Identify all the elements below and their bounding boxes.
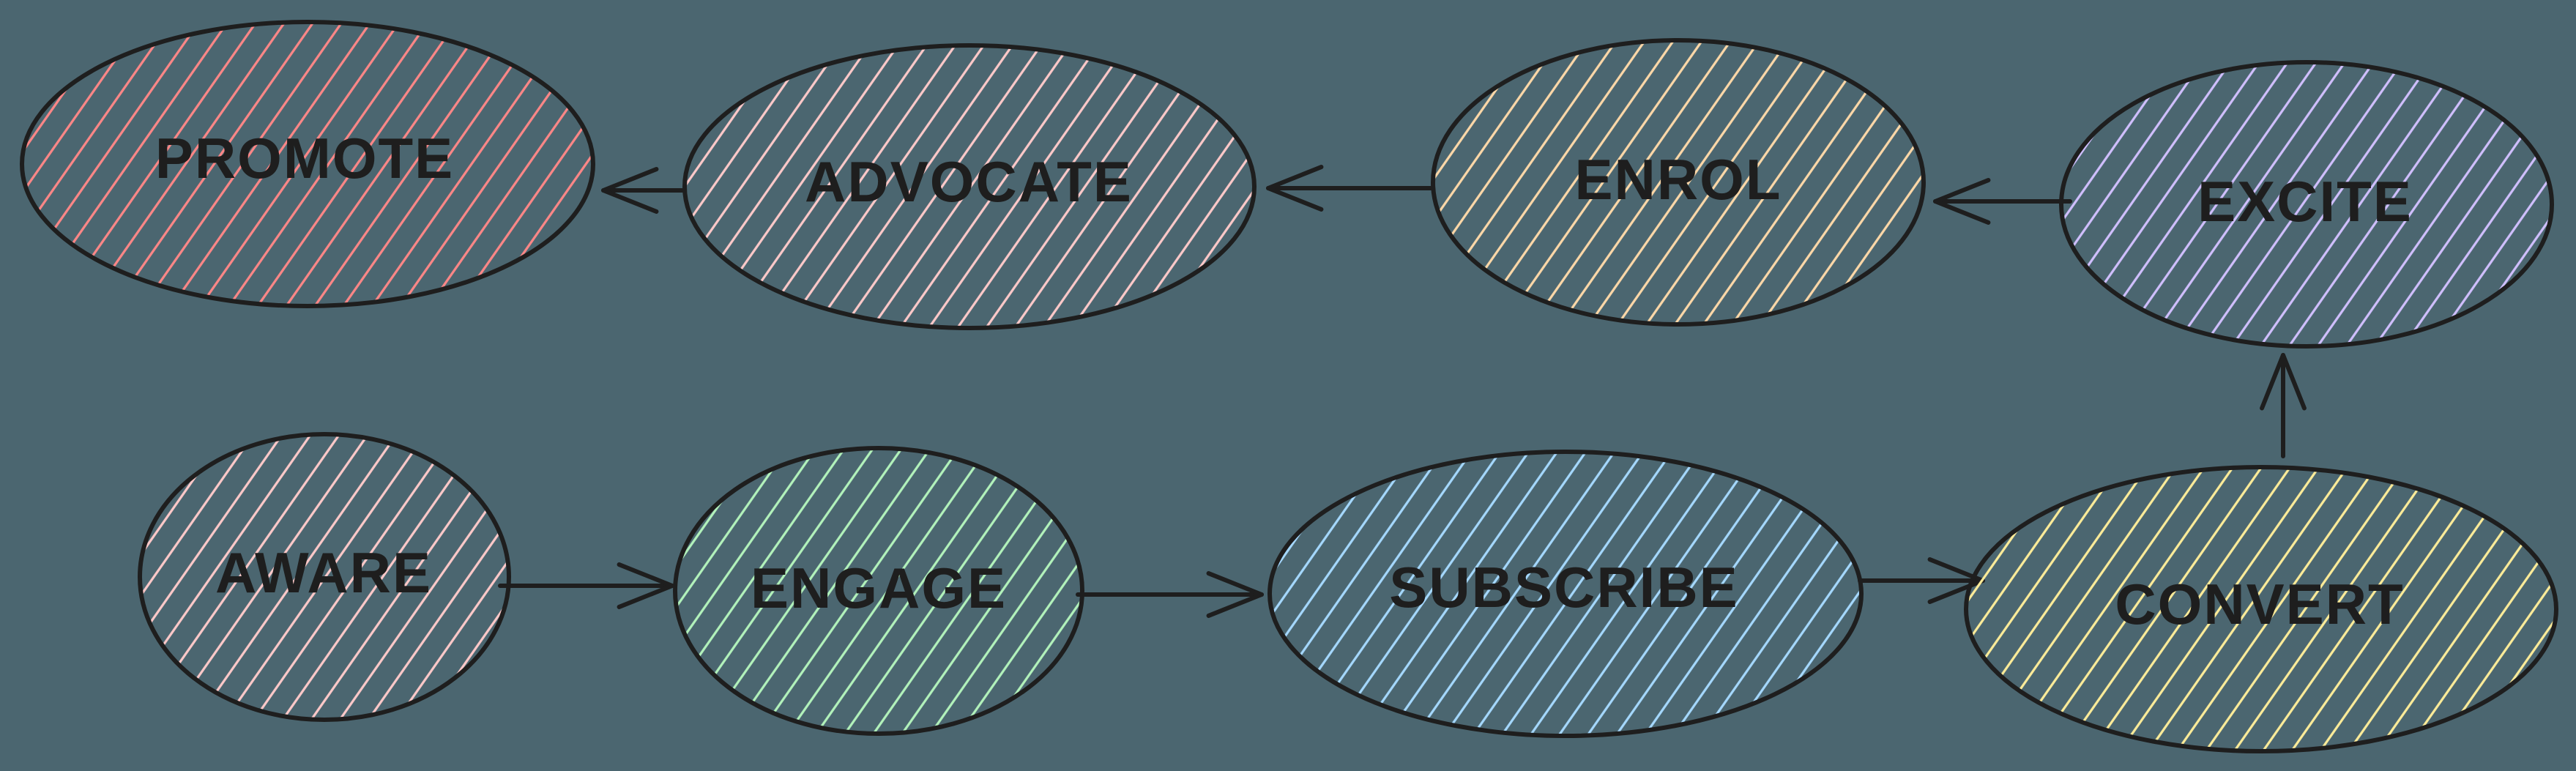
node-label: PROMOTE [155,126,454,190]
arrowhead-icon [617,562,674,609]
node-label: AWARE [215,540,432,605]
edge-enrol-to-advocate[interactable] [1266,165,1435,212]
node-ellipse-outline [20,20,595,308]
node-ellipse-outline [682,43,1257,330]
edge-aware-to-engage[interactable] [498,562,674,609]
node-ellipse-outline [1267,450,1864,738]
arrowhead-icon [1266,165,1324,212]
node-label: ENROL [1575,147,1782,212]
arrowhead-icon [601,167,659,214]
node-engage[interactable]: ENGAGE [673,446,1084,736]
node-hatch-fill [675,448,1082,734]
node-label: ADVOCATE [805,149,1133,214]
node-aware[interactable]: AWARE [138,432,511,722]
node-label: ENGAGE [751,556,1007,620]
arrowhead-icon [1206,571,1264,618]
node-convert[interactable]: CONVERT [1964,465,2558,753]
node-hatch-fill [2061,62,2552,346]
edges-layer [498,165,2307,618]
node-label: EXCITE [2197,169,2413,234]
node-ellipse-outline [2059,60,2554,349]
node-label: CONVERT [2115,572,2404,636]
edge-advocate-to-promote[interactable] [601,167,687,214]
arrowhead-icon [2260,353,2307,411]
node-ellipse-outline [1964,465,2558,753]
node-ellipse-outline [1431,38,1926,327]
edge-engage-to-subscribe[interactable] [1076,571,1264,618]
edge-convert-to-excite[interactable] [2260,353,2307,458]
node-label: SUBSCRIBE [1389,555,1738,619]
node-hatch-fill [685,45,1254,328]
edge-excite-to-enrol[interactable] [1933,178,2072,225]
arrowhead-icon [1933,178,1991,225]
node-advocate[interactable]: ADVOCATE [682,43,1257,330]
node-ellipse-outline [138,432,511,722]
nodes-layer: PROMOTE ADVOCATE ENROL EXCITE AWARE ENGAGE SUB… [20,20,2558,753]
node-subscribe[interactable]: SUBSCRIBE [1267,450,1864,738]
node-promote[interactable]: PROMOTE [20,20,595,308]
node-hatch-fill [140,434,509,720]
node-hatch-fill [1966,467,2556,751]
node-ellipse-outline [673,446,1084,736]
node-excite[interactable]: EXCITE [2059,60,2554,349]
node-enrol[interactable]: ENROL [1431,38,1926,327]
node-hatch-fill [22,22,593,306]
node-hatch-fill [1433,40,1924,324]
node-hatch-fill [1270,452,1861,736]
